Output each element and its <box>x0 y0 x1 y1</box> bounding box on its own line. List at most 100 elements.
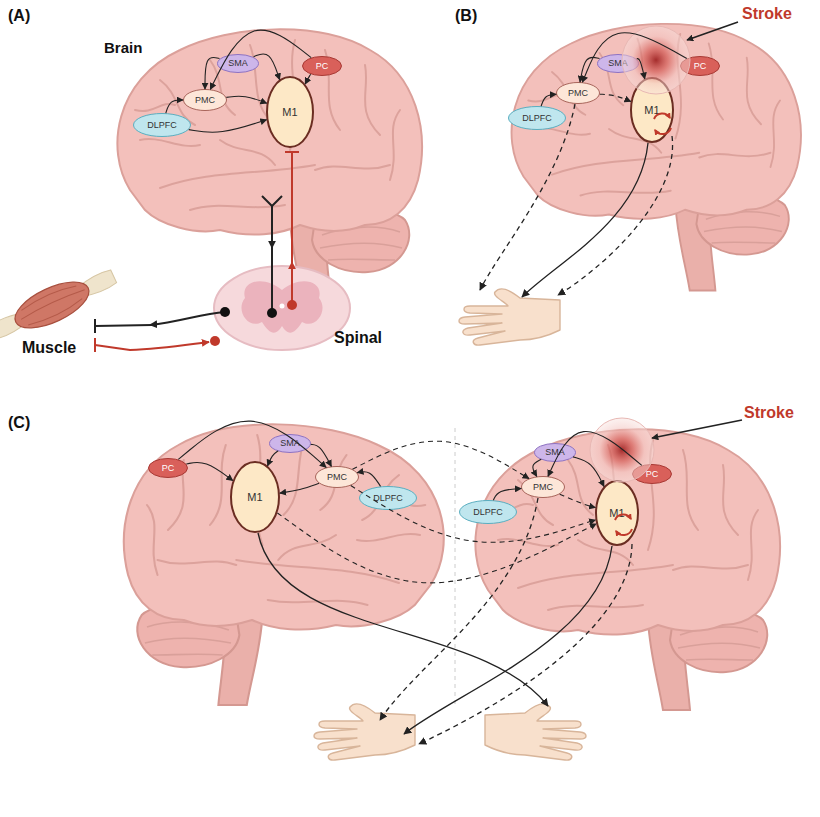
region-label: PC <box>162 464 175 473</box>
stroke-lesion <box>590 418 654 482</box>
connection-arrow <box>351 486 596 543</box>
region-label: DLPFC <box>147 121 177 130</box>
region-label: PMC <box>195 96 215 105</box>
hemisphere-divider <box>455 428 456 705</box>
connection-arrow <box>210 30 311 89</box>
brain-region-node: PC <box>302 56 342 76</box>
brain-region-node: M1 <box>266 76 314 148</box>
hand-illustration <box>485 704 586 760</box>
region-ellipse <box>270 434 311 452</box>
brain-region-node: PMC <box>556 82 600 104</box>
region-ellipse <box>184 90 227 111</box>
region-ellipse <box>231 462 279 532</box>
sensory-neuron-pathway <box>95 152 299 352</box>
descending-pathways <box>258 104 673 744</box>
brain-region-node: PMC <box>183 89 227 111</box>
connection-arrow <box>493 488 521 500</box>
connection-arrow <box>580 57 599 82</box>
brain-illustration <box>512 24 801 291</box>
lesion-label: Stroke <box>744 405 794 421</box>
region-ellipse <box>557 83 600 104</box>
connector-layer <box>166 30 687 583</box>
region-ellipse <box>360 487 417 510</box>
region-ellipse <box>509 107 566 130</box>
connection-arrow <box>205 57 219 89</box>
connection-arrow <box>548 431 642 476</box>
region-label: M1 <box>644 105 659 116</box>
brain-region-node: SMA <box>269 434 311 453</box>
connection-arrow <box>226 96 266 103</box>
region-label: M1 <box>282 107 297 118</box>
region-label: DLPFC <box>473 508 503 517</box>
hand-illustration <box>314 704 415 760</box>
brain-region-node: SMA <box>217 54 259 73</box>
region-label: SMA <box>280 439 300 448</box>
connection-arrow <box>186 462 232 480</box>
brain-region-node: M1 <box>630 77 674 143</box>
region-label: PMC <box>327 473 347 482</box>
region-ellipse <box>267 77 313 147</box>
connection-arrow <box>268 451 279 466</box>
brain-region-node: SMA <box>534 443 576 462</box>
region-ellipse <box>218 54 259 72</box>
region-label: PC <box>694 62 707 71</box>
connection-arrow <box>280 483 319 493</box>
connection-arrow <box>277 513 596 583</box>
region-label: DLPFC <box>522 114 552 123</box>
region-ellipse <box>598 54 639 72</box>
connection-arrow <box>254 54 280 80</box>
brain-region-node: M1 <box>230 461 280 533</box>
panel-label: Spinal <box>334 330 382 346</box>
connection-arrow <box>357 472 380 487</box>
panel-label: (B) <box>455 8 477 24</box>
muscle-illustration <box>0 261 121 350</box>
lesion-pointer <box>652 420 742 438</box>
brain-region-node: DLPFC <box>359 486 417 510</box>
connection-arrow <box>637 59 645 79</box>
connection-arrow <box>178 421 326 467</box>
brain-region-node: PC <box>680 56 720 76</box>
spinal-cord-section <box>214 266 350 350</box>
panel-label: Brain <box>104 40 142 55</box>
brain-illustration <box>124 424 444 705</box>
region-ellipse <box>303 57 342 76</box>
hand-illustration <box>459 289 560 345</box>
panel-label: (C) <box>8 415 30 431</box>
region-ellipse <box>460 501 517 524</box>
region-label: DLPFC <box>373 494 403 503</box>
brain-region-node: PC <box>632 464 672 484</box>
lesion-label: Stroke <box>742 6 792 22</box>
connection-arrow <box>560 494 596 507</box>
region-label: M1 <box>609 508 624 519</box>
brain-region-node: DLPFC <box>459 500 517 524</box>
region-label: PC <box>316 62 329 71</box>
region-label: SMA <box>228 59 248 68</box>
region-ellipse <box>633 465 672 484</box>
region-ellipse <box>316 467 359 488</box>
region-ellipse <box>631 78 673 142</box>
connection-arrow <box>573 457 604 487</box>
region-label: PMC <box>568 89 588 98</box>
brain-region-node: DLPFC <box>508 106 566 130</box>
brain-region-node: PMC <box>315 466 359 488</box>
region-label: PMC <box>533 483 553 492</box>
region-ellipse <box>596 481 638 545</box>
lesion-pointer <box>687 22 738 40</box>
panel-label: Muscle <box>22 340 76 356</box>
region-label: M1 <box>247 492 262 503</box>
brain-region-node: DLPFC <box>133 113 191 137</box>
connection-arrow <box>311 444 332 466</box>
connection-arrow <box>600 94 631 101</box>
panel-label: (A) <box>8 8 30 24</box>
reorganization-symbol <box>615 114 671 535</box>
brain-region-node: PC <box>148 458 188 478</box>
region-ellipse <box>681 57 720 76</box>
region-ellipse <box>535 443 576 461</box>
connection-arrow <box>352 441 528 478</box>
connection-arrow <box>541 94 556 106</box>
brain-region-node: M1 <box>595 480 639 546</box>
brain-region-node: PMC <box>521 476 565 498</box>
